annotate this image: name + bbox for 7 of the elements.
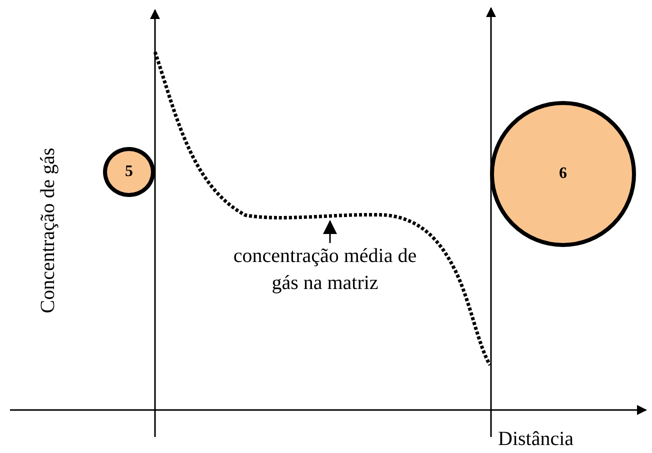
axis-label: Concentração de gás [36,147,60,313]
circle-marker: 6 [490,101,636,247]
circle-marker: 5 [103,147,155,197]
dotted-curve [153,51,492,366]
annotation-text: concentração média de gás na matriz [225,243,425,297]
axis-label: Distância [498,428,574,451]
leader-arrow [323,220,337,243]
